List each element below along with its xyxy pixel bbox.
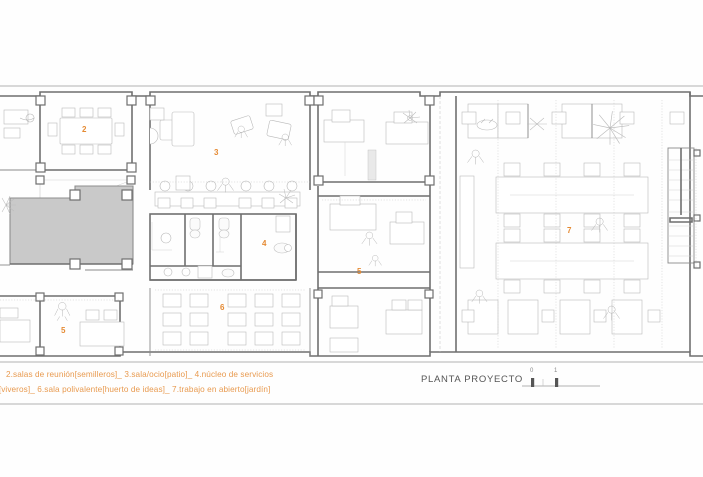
zone-viveros-left bbox=[0, 292, 125, 356]
sheet-frame bbox=[0, 85, 703, 405]
scale-end-label: 1 bbox=[554, 368, 558, 374]
staircase bbox=[667, 147, 701, 269]
zone-nucleo-servicios bbox=[149, 213, 297, 281]
zone-sala-polivalente bbox=[149, 288, 311, 356]
room-label-5-left: 5 bbox=[61, 326, 66, 335]
room-label-5-center: 5 bbox=[357, 267, 362, 276]
zone-trabajo-abierto bbox=[439, 96, 685, 352]
scale-bar bbox=[522, 378, 600, 387]
legend-line-2: os[viveros]_ 6.sala polivalente[huerto d… bbox=[0, 385, 271, 394]
room-label-2: 2 bbox=[82, 125, 87, 134]
room-label-7: 7 bbox=[567, 226, 572, 235]
legend-line-1: 2.salas de reunión[semilleros]_ 3.sala/o… bbox=[6, 370, 274, 379]
patio-courtyard-fill bbox=[0, 185, 134, 271]
desk-grid bbox=[162, 293, 301, 346]
stools bbox=[157, 175, 298, 209]
zone-sala-ocio bbox=[145, 95, 315, 209]
room-number-labels: 2 3 4 5 5 6 7 bbox=[61, 125, 572, 335]
top-cubicles bbox=[461, 103, 685, 139]
zone-offices-center bbox=[313, 95, 435, 356]
scale-start-label: 0 bbox=[530, 368, 534, 374]
room-label-3: 3 bbox=[214, 148, 219, 157]
plan-title: PLANTA PROYECTO bbox=[421, 374, 524, 385]
room-label-6: 6 bbox=[220, 303, 225, 312]
zone-meeting-rooms bbox=[0, 95, 137, 216]
room-label-4: 4 bbox=[262, 239, 267, 248]
